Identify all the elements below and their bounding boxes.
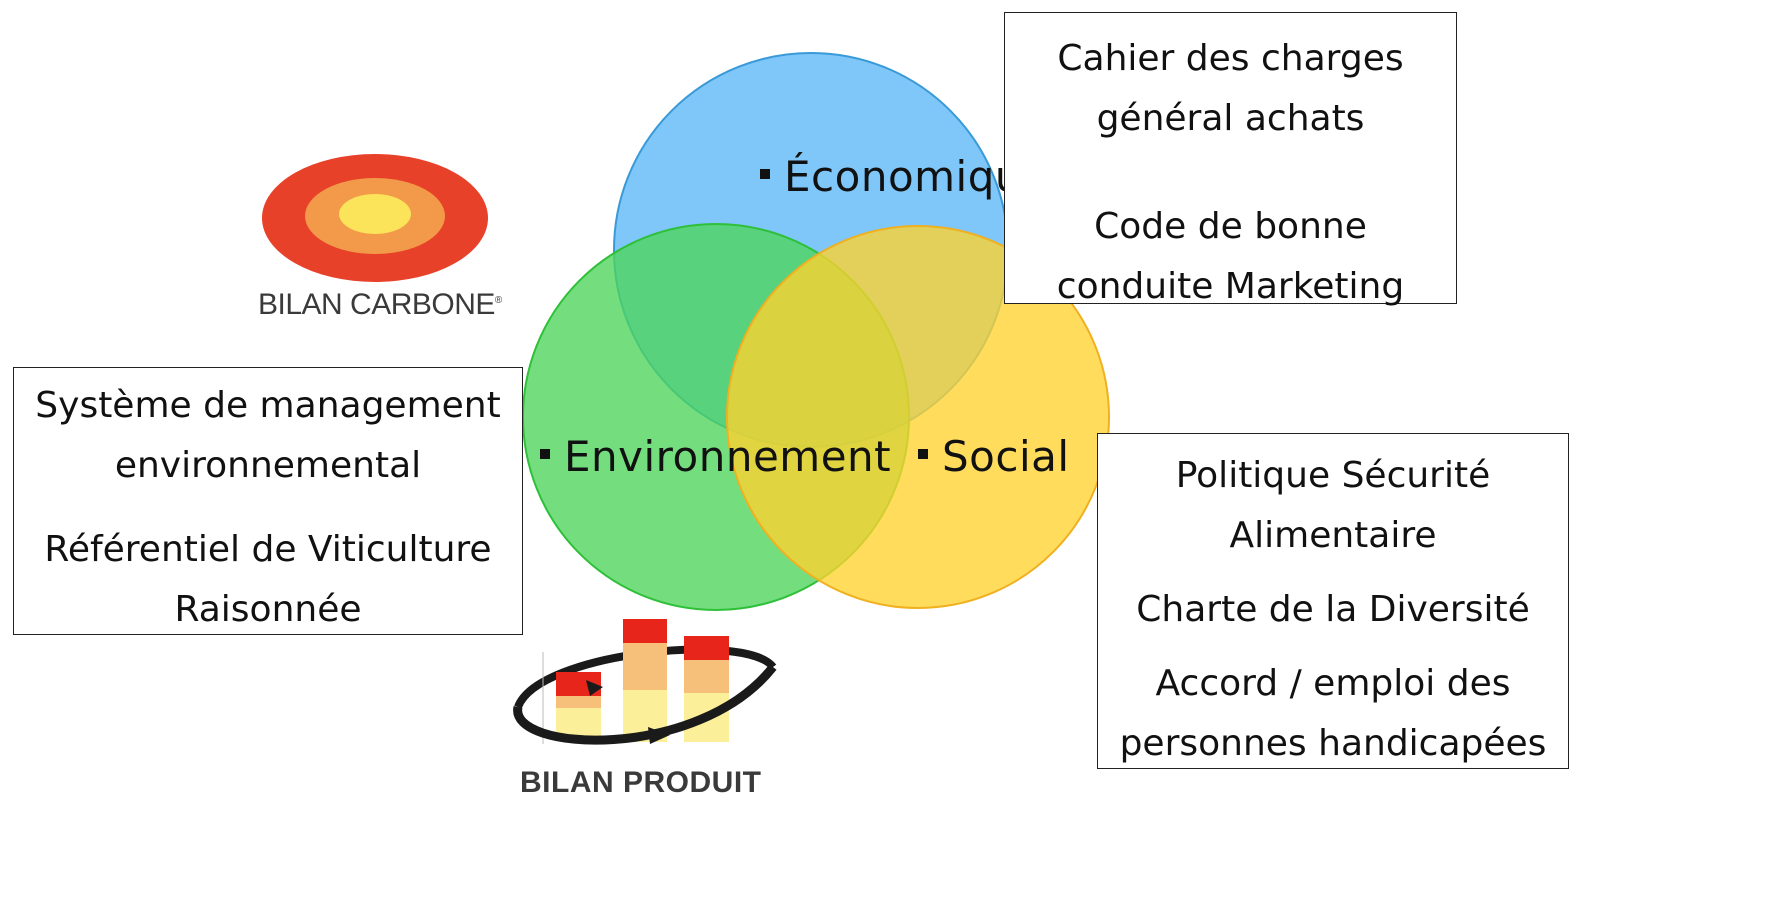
logo-orbit-arrow: [648, 727, 670, 744]
box-line: Code de bonne: [1094, 206, 1367, 247]
bilan-produit-caption: BILAN PRODUIT: [520, 766, 762, 800]
box-environnement: Système de management environnemental Ré…: [13, 367, 523, 635]
box-line: Référentiel de Viticulture: [44, 529, 492, 570]
logo-orbit-arrow: [586, 680, 603, 696]
bilan-carbone-logo: [262, 154, 488, 282]
label-economique: Économique: [760, 152, 1048, 201]
box-line: conduite Marketing: [1056, 266, 1405, 307]
label-social: Social: [918, 432, 1070, 481]
box-line: général achats: [1096, 98, 1365, 139]
logo-bar-3-mid: [684, 657, 729, 693]
box-line: Raisonnée: [174, 589, 362, 630]
label-environnement: Environnement: [540, 432, 891, 481]
box-line: Politique Sécurité: [1175, 455, 1491, 496]
box-social: Politique Sécurité Alimentaire Charte de…: [1097, 433, 1569, 769]
registered-mark: ®: [494, 295, 502, 306]
bilan-produit-text: BILAN PRODUIT: [520, 766, 762, 799]
bilan-carbone-text: BILAN CARBONE: [258, 288, 495, 321]
label-social-text: Social: [942, 432, 1070, 481]
bilan-carbone-caption: BILAN CARBONE®: [258, 288, 502, 322]
box-spacer: [1005, 149, 1456, 197]
box-line: Charte de la Diversité: [1136, 589, 1530, 630]
bilan-produit-logo: [513, 619, 777, 745]
logo-orbit-front: [513, 664, 777, 745]
box-line: Système de management: [35, 385, 501, 426]
bullet-icon: [918, 448, 928, 459]
logo-bar-2-top: [623, 619, 667, 643]
box-line: Cahier des charges: [1057, 38, 1404, 79]
circle-social: [726, 225, 1110, 609]
box-line: Alimentaire: [1229, 515, 1437, 556]
label-environnement-text: Environnement: [564, 432, 892, 481]
label-economique-text: Économique: [784, 152, 1049, 201]
box-line: personnes handicapées: [1119, 723, 1547, 764]
bullet-icon: [540, 448, 550, 459]
box-economique: Cahier des charges général achats Code d…: [1004, 12, 1457, 307]
box-line: Accord / emploi des: [1155, 663, 1511, 704]
logo-ring-inner: [339, 194, 411, 234]
box-line: environnemental: [114, 445, 422, 486]
bullet-icon: [760, 168, 770, 179]
logo-bar-2-mid: [623, 640, 667, 690]
logo-bar-3-top: [684, 636, 729, 660]
